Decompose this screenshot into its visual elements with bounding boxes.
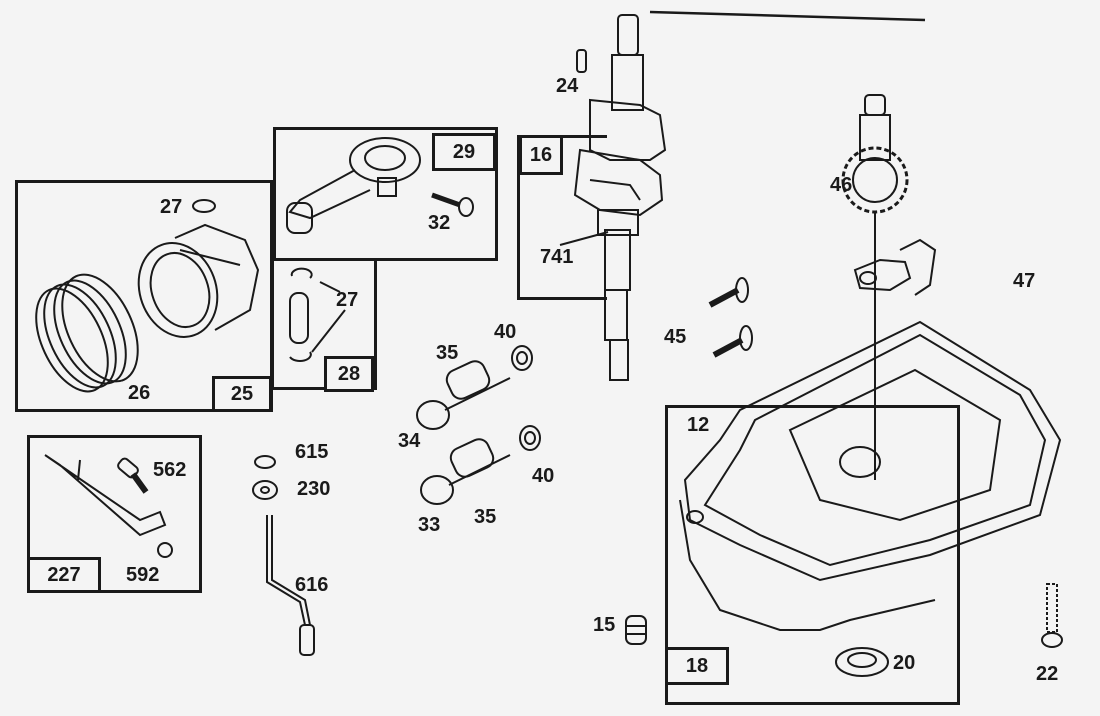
callout-615: 615 [295,441,329,463]
callout-46: 46 [830,174,853,196]
callout-592: 592 [126,564,160,586]
kit-box-227 [27,435,202,593]
sump-bolt-part [1041,583,1063,648]
callout-12: 12 [687,414,710,436]
piston-rings-part [35,273,139,393]
callout-230: 230 [297,478,331,500]
sump-part [679,320,1062,631]
callout-32: 32 [428,212,451,234]
tappet-part [708,277,753,358]
key-part [576,49,587,73]
callout-47: 47 [1013,270,1036,292]
callout-33: 33 [418,514,441,536]
callout-35-lower: 35 [474,506,497,528]
piston-part [137,223,260,338]
callout-741: 741 [540,246,574,268]
header-rule [649,10,926,22]
callout-616: 616 [295,574,329,596]
callout-24: 24 [556,75,579,97]
callout-35-upper: 35 [436,342,459,364]
clip-part [192,199,216,213]
callout-45: 45 [664,326,687,348]
plug-part [625,615,647,645]
piston-pin-part [289,267,346,362]
camshaft-gear-part [841,94,909,480]
connecting-rod-part [286,137,421,234]
callout-562: 562 [153,459,187,481]
callout-26: 26 [128,382,151,404]
valve-retainer-part [511,345,541,451]
callout-22: 22 [1036,663,1059,685]
callout-27-pin: 27 [336,289,359,311]
rod-bolt-part [431,192,474,217]
kit-tag-18: 18 [665,647,729,685]
callout-20: 20 [893,652,916,674]
kit-tag-28: 28 [324,356,374,392]
kit-tag-29: 29 [432,133,496,171]
callout-34: 34 [398,430,421,452]
crankshaft-part [559,14,667,381]
kit-box-29 [273,127,498,261]
callout-40-upper: 40 [494,321,517,343]
valve-spring-part [416,360,511,505]
callout-27-piston: 27 [160,196,183,218]
governor-part [853,238,937,296]
washer-part [252,480,278,500]
kit-tag-25: 25 [212,376,272,412]
kit-tag-227: 227 [27,557,101,593]
callout-15: 15 [593,614,616,636]
callout-40-lower: 40 [532,465,555,487]
seal-part [254,455,276,469]
choke-link-part [266,515,311,626]
kit-box-18 [665,405,960,705]
lever-part [44,454,173,558]
oil-seal-part [835,647,889,677]
kit-tag-16: 16 [519,135,563,175]
